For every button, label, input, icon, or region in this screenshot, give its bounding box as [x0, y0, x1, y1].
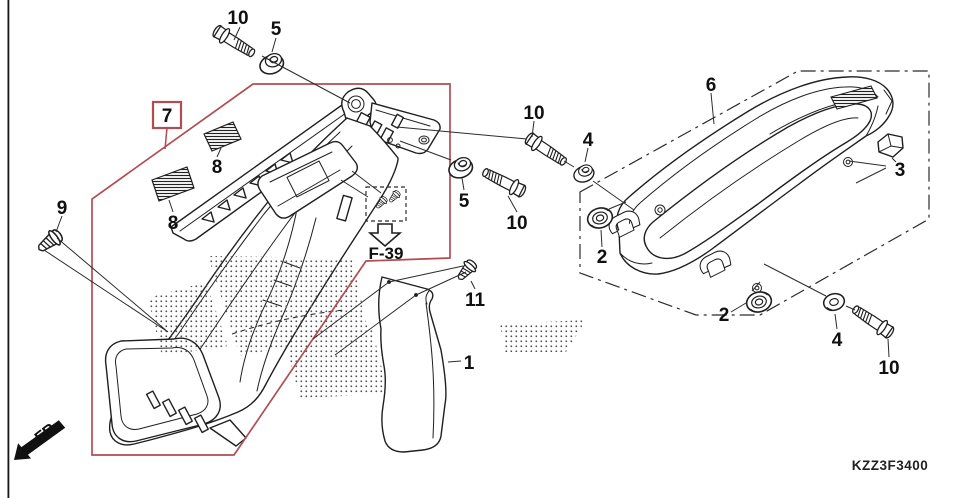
callout-11: 11 — [465, 290, 486, 311]
screentone-patch — [148, 282, 228, 356]
mud-flap-1 — [378, 276, 447, 453]
foot-teeth — [145, 390, 209, 434]
leader-lines — [43, 26, 897, 363]
cross-ref-f39: F-39 — [365, 186, 407, 263]
foot-tail — [209, 419, 247, 447]
part-4-washer-lower — [821, 290, 847, 314]
page-border-line — [7, 0, 10, 498]
part-3-rubber-cap — [877, 133, 904, 158]
part-4-collar-right — [570, 162, 597, 186]
chain-boundary-rear-fender — [579, 70, 930, 316]
frame-ref-label: F-39 — [369, 244, 404, 263]
screentone-patch — [500, 320, 586, 352]
part-11-screw — [452, 256, 480, 285]
red-highlight-boundary — [91, 83, 451, 456]
diagram-code: KZZ3F3400 — [852, 458, 929, 473]
part-10-bolt-right-top — [521, 129, 571, 171]
part-10-bolt-mid — [479, 163, 529, 201]
callout-labels: 10 5 8 8 9 5 10 11 1 10 4 2 6 3 2 4 10 — [57, 8, 906, 379]
callout-3: 3 — [895, 160, 906, 181]
callout-4-right: 4 — [583, 130, 594, 151]
part-5-collar-top — [256, 50, 287, 78]
callout-10-bottom: 10 — [878, 358, 899, 379]
callout-8-lower: 8 — [168, 213, 179, 234]
callout-10-mid: 10 — [506, 213, 527, 234]
callout-8-upper: 8 — [212, 157, 223, 178]
rear-fender-6 — [605, 76, 894, 293]
callout-2-lower: 2 — [719, 305, 730, 326]
callout-10-right: 10 — [523, 103, 544, 124]
small-screw-icon — [386, 188, 403, 205]
callout-4-lower: 4 — [832, 330, 843, 351]
callout-9: 9 — [57, 198, 68, 219]
front-arrow-icon — [14, 420, 66, 460]
callout-6: 6 — [706, 75, 717, 96]
boxed-callout-7: 7 — [151, 100, 183, 150]
part-10-bolt-bottom — [848, 300, 898, 342]
callout-2-upper: 2 — [597, 247, 608, 268]
rubber-pad-8-upper — [203, 121, 242, 152]
callout-label-7: 7 — [162, 106, 173, 127]
inner-fender-assembly-7 — [104, 87, 586, 447]
rubber-pad-8-lower — [151, 166, 195, 202]
front-direction-marker: FR. — [14, 418, 66, 460]
callout-10-top: 10 — [227, 8, 248, 29]
part-2-grommet-lower — [743, 288, 775, 316]
screentone-patch — [282, 328, 388, 398]
callout-1: 1 — [464, 353, 475, 374]
callout-5-top: 5 — [271, 19, 282, 40]
down-arrow-icon — [367, 223, 403, 248]
callout-5-mid: 5 — [459, 191, 470, 212]
honda-logo — [830, 85, 878, 110]
